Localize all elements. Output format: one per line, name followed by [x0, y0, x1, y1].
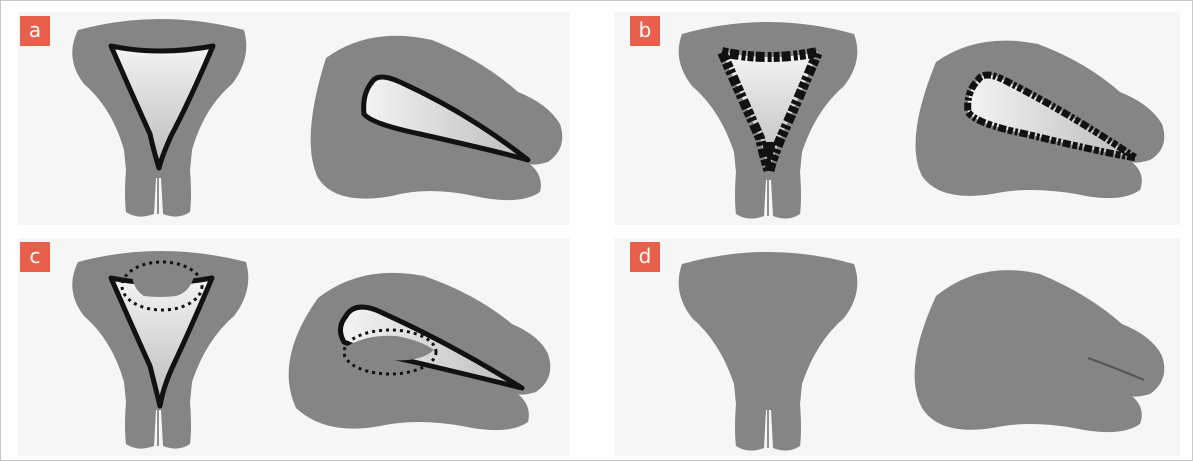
panel-b: b [596, 0, 1193, 230]
panel-a-art [0, 0, 596, 230]
panel-b-art [596, 0, 1193, 230]
panel-a: a [0, 0, 596, 230]
organ-sagittal [915, 270, 1165, 432]
panel-d: d [596, 230, 1193, 461]
panel-c: c [0, 230, 596, 461]
panel-d-art [596, 230, 1193, 461]
panel-c-art [0, 230, 596, 461]
